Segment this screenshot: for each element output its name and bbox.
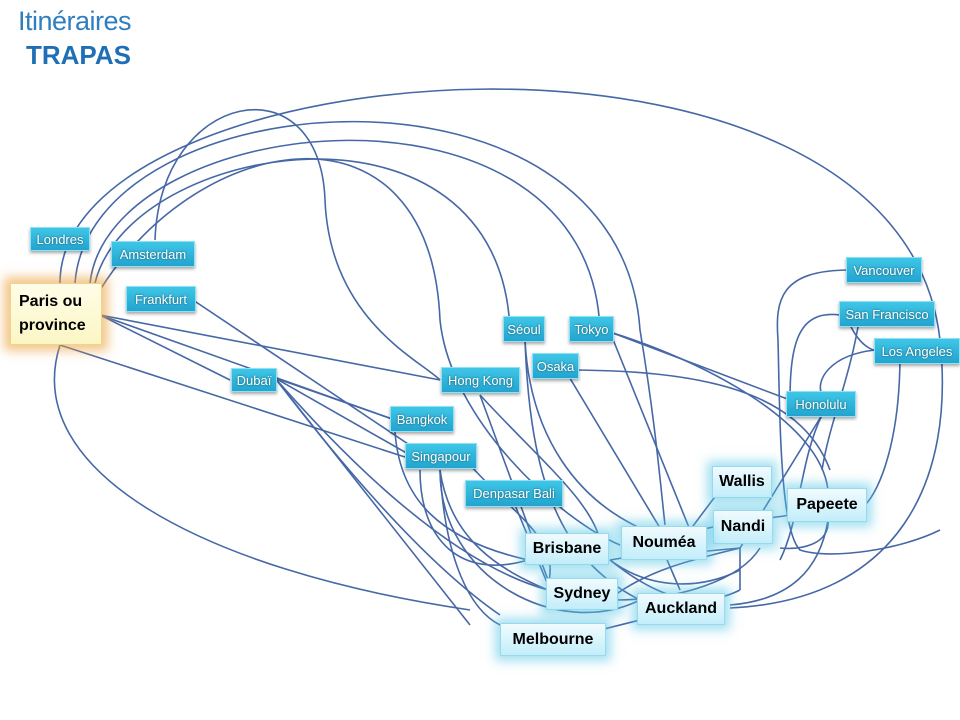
route-line: [564, 369, 661, 529]
route-line: [274, 377, 396, 421]
title-line-1: Itinéraires: [18, 6, 132, 36]
node-brisbane: Brisbane: [525, 533, 609, 565]
route-line: [479, 394, 601, 541]
node-hong-kong: Hong Kong: [441, 367, 520, 393]
node-nandi: Nandi: [713, 510, 773, 544]
node-auckland: Auckland: [637, 593, 725, 625]
route-line: [274, 377, 549, 591]
node-denpasar-bali: Denpasar Bali: [465, 480, 563, 507]
route-line: [614, 547, 741, 596]
node-tokyo: Tokyo: [569, 316, 614, 342]
route-line: [274, 377, 411, 456]
route-arc: [74, 120, 666, 526]
node-vancouver: Vancouver: [846, 257, 922, 283]
node-seoul: Séoul: [503, 316, 545, 342]
node-noumea: Nouméa: [621, 526, 707, 560]
route-line: [609, 559, 741, 585]
node-melbourne: Melbourne: [500, 623, 606, 656]
route-line: [609, 331, 691, 531]
title-line-2: TRAPAS: [26, 40, 131, 70]
route-line: [789, 313, 841, 401]
node-paris-ou-province: Paris ou province: [10, 283, 102, 345]
node-amsterdam: Amsterdam: [111, 241, 195, 267]
node-los-angeles: Los Angeles: [874, 338, 960, 364]
route-line: [394, 431, 529, 561]
node-bangkok: Bangkok: [390, 406, 454, 432]
node-wallis: Wallis: [712, 466, 772, 498]
route-line: [524, 339, 641, 529]
node-singapour: Singapour: [405, 443, 477, 469]
route-line: [776, 269, 941, 555]
route-line: [59, 344, 409, 459]
route-line: [864, 354, 901, 506]
route-line: [99, 314, 441, 381]
route-line: [729, 519, 829, 606]
route-line: [564, 369, 831, 471]
route-line: [419, 469, 529, 566]
route-line: [439, 469, 641, 614]
node-sydney: Sydney: [546, 578, 618, 610]
node-osaka: Osaka: [532, 353, 579, 379]
route-arc: [53, 344, 471, 611]
route-line: [99, 314, 231, 381]
diagram-title: Itinéraires TRAPAS: [18, 6, 132, 70]
route-line: [274, 377, 471, 626]
node-londres: Londres: [30, 227, 90, 251]
route-arc: [89, 139, 601, 331]
route-arc: [154, 108, 441, 381]
route-arc: [59, 88, 944, 609]
route-line: [664, 554, 681, 591]
route-line: [819, 349, 876, 396]
origin-line-2: province: [19, 317, 86, 334]
route-line: [439, 469, 549, 591]
node-dubai: Dubaï: [231, 368, 277, 392]
route-line: [189, 297, 421, 453]
node-papeete: Papeete: [787, 488, 867, 522]
origin-line-1: Paris ou: [19, 293, 83, 310]
node-san-francisco: San Francisco: [839, 301, 935, 327]
node-honolulu: Honolulu: [786, 391, 856, 417]
route-line: [609, 331, 791, 401]
node-frankfurt: Frankfurt: [126, 286, 196, 312]
